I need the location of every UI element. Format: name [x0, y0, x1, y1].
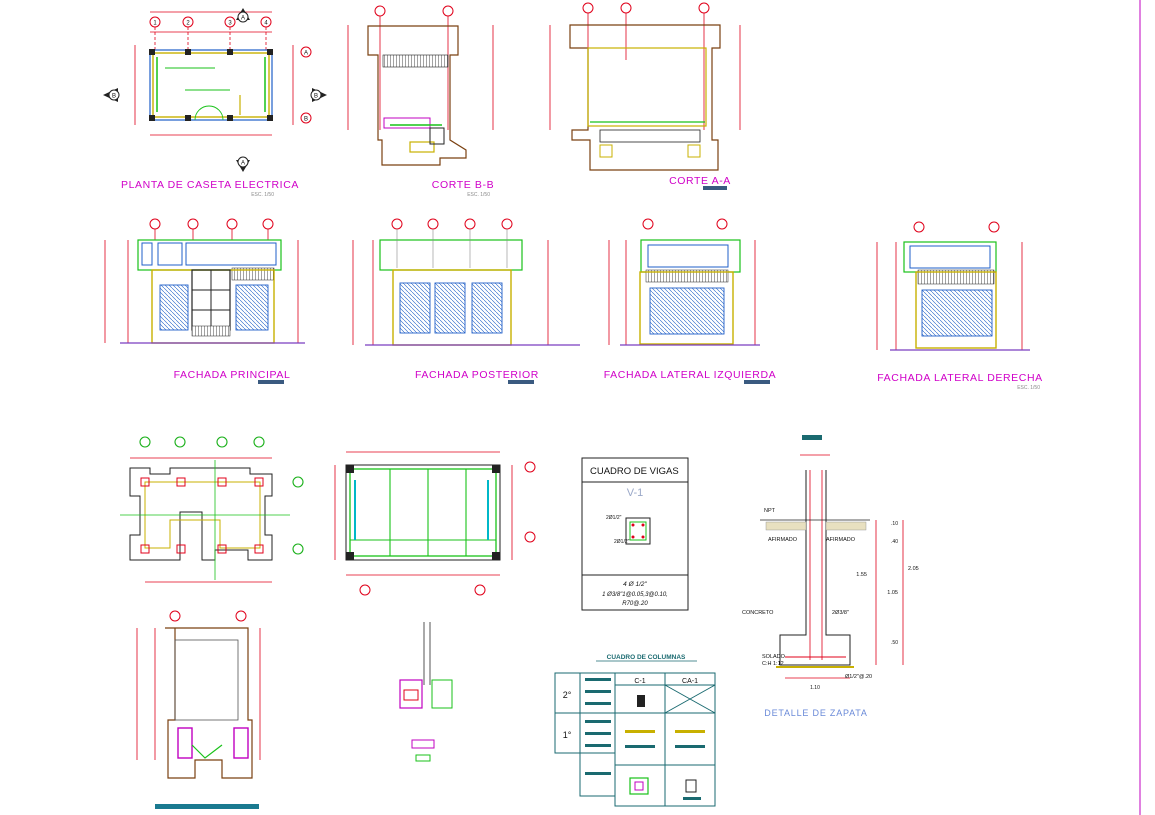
title-fachada-derecha: FACHADA LATERAL DERECHA	[877, 372, 1043, 384]
cuadro-columnas: CUADRO DE COLUMNAS C-1 CA-1 2° 1°	[554, 654, 716, 807]
cimentacion-plan-view	[120, 436, 304, 583]
detalle-zapata: NPT AFIRMADO AFIRMADO CONCRETO 2Ø3/8" SO…	[742, 435, 919, 718]
svg-text:4: 4	[264, 21, 268, 27]
corte-bb-view: CORTE B-B ESC. 1/50	[347, 5, 494, 198]
svg-text:A: A	[241, 161, 245, 167]
grid-bubble-2: 2	[182, 16, 194, 28]
vigas-stirrups: 1 Ø3/8"1@0.05,3@0.10,	[602, 592, 668, 598]
grid-bubble-3: 3	[224, 16, 236, 28]
zapata-dim-110: 1.10	[810, 685, 820, 691]
zapata-npt: NPT	[764, 508, 776, 514]
columnas-header-c1: C-1	[634, 678, 645, 685]
planta-view: 1 2 3 4 A B B	[103, 8, 327, 198]
grid-bubble-b: B	[300, 112, 312, 124]
section-mark-a-top: A	[236, 8, 250, 23]
columnas-floor-1: 1°	[563, 730, 572, 740]
title-planta: PLANTA DE CASETA ELECTRICA	[121, 179, 299, 191]
section-mark-b-left: B	[103, 88, 120, 102]
section-mark-b-right: B	[310, 88, 327, 102]
zapata-dim-205: 2.05	[908, 566, 919, 572]
zapata-dim-40: .40	[891, 539, 898, 545]
title-corte-bb: CORTE B-B	[432, 179, 494, 191]
columnas-header-ca1: CA-1	[682, 678, 698, 685]
svg-text:B: B	[314, 94, 318, 100]
losa-plan-view	[334, 451, 536, 596]
zapata-concreto: CONCRETO	[742, 610, 774, 616]
svg-text:2: 2	[186, 21, 190, 27]
corte-aa-view: CORTE A-A	[549, 2, 741, 190]
corte-cimentacion-view	[136, 610, 261, 809]
zapata-dim-10: .10	[891, 521, 898, 527]
fachada-derecha-view: FACHADA LATERAL DERECHA ESC. 1/50	[876, 221, 1043, 391]
grid-bubble-4: 4	[260, 16, 272, 28]
vigas-bars-bottom: 2Ø1/2"	[614, 539, 630, 545]
columnas-title: CUADRO DE COLUMNAS	[607, 654, 686, 661]
svg-text:B: B	[304, 117, 308, 123]
zapata-dim-105: 1.05	[887, 590, 898, 596]
zapata-dim-155: 1.55	[856, 572, 867, 578]
svg-text:1: 1	[153, 21, 157, 27]
fachada-izquierda-view: FACHADA LATERAL IZQUIERDA	[604, 218, 777, 384]
fachada-posterior-view: FACHADA POSTERIOR	[352, 218, 580, 384]
scale-fachada-derecha: ESC. 1/50	[1017, 385, 1040, 391]
title-fachada-principal: FACHADA PRINCIPAL	[174, 369, 291, 381]
detalle-empalme	[399, 622, 453, 762]
zapata-solado: SOLADO	[762, 654, 786, 660]
svg-text:A: A	[304, 51, 308, 57]
grid-bubble-a: A	[300, 46, 312, 58]
vigas-bars-top: 2Ø1/2"	[606, 515, 622, 521]
zapata-afirmado-left: AFIRMADO	[768, 537, 798, 543]
title-fachada-izquierda: FACHADA LATERAL IZQUIERDA	[604, 369, 777, 381]
zapata-dim-50: .50	[891, 640, 898, 646]
vigas-title: CUADRO DE VIGAS	[590, 466, 679, 477]
columnas-floor-2: 2°	[563, 690, 572, 700]
zapata-bars: 2Ø3/8"	[832, 610, 849, 616]
cuadro-vigas: CUADRO DE VIGAS V-1 2Ø1/2" 2Ø1/2" 4 Ø 1/…	[581, 457, 689, 611]
zapata-afirmado-right: AFIRMADO	[826, 537, 856, 543]
fachada-principal-view: FACHADA PRINCIPAL	[104, 218, 305, 384]
svg-text:B: B	[112, 94, 116, 100]
scale-corte-bb: ESC. 1/50	[467, 192, 490, 198]
section-mark-a-bottom: A	[236, 156, 250, 172]
vigas-name: V-1	[627, 487, 644, 499]
title-corte-aa: CORTE A-A	[669, 175, 731, 187]
zapata-bars-base: Ø1/2"@.20	[845, 674, 872, 680]
svg-text:A: A	[241, 16, 245, 22]
scale-planta: ESC. 1/50	[251, 192, 274, 198]
svg-text:3: 3	[228, 21, 232, 27]
zapata-title: DETALLE DE ZAPATA	[764, 708, 867, 718]
title-fachada-posterior: FACHADA POSTERIOR	[415, 369, 539, 381]
vigas-rebar: 4 Ø 1/2"	[623, 581, 647, 588]
zapata-solado-mix: C:H 1:12	[762, 661, 784, 667]
grid-bubble-1: 1	[149, 16, 161, 28]
vigas-rest: R70@.20	[622, 601, 648, 607]
